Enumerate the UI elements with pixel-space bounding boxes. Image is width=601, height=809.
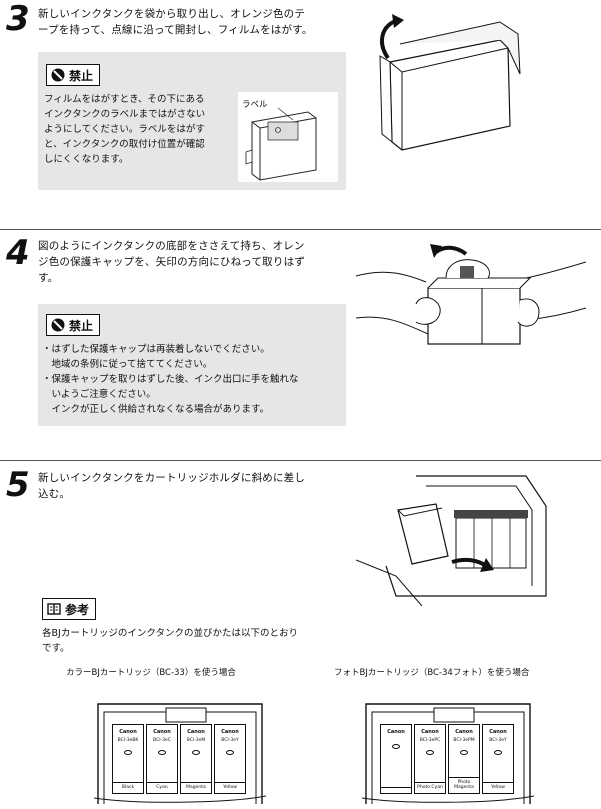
remove-cap-illustration [356,244,586,345]
step-4: 4 図のようにインクタンクの底部をささえて持ち、オレン ジ色の保護キャップを、矢… [0,232,601,460]
divider [0,229,601,230]
tank-model: BCI-3ePM [453,738,475,743]
tank-color-label: Magenta [181,782,211,790]
prohibited-badge: 禁止 [46,314,101,336]
tank-color-label: Yellow [483,782,513,790]
tank-outlet [392,744,400,749]
warning-label: 禁止 [69,68,94,83]
tank-outlet [226,750,234,755]
tank-outlet [426,750,434,755]
step-number: 5 [6,465,30,505]
label-callout: ラベル [242,100,268,110]
reference-label: 参考 [65,602,90,617]
tank-model: BCI-3eBK [117,738,139,743]
step-instruction: 新しいインクタンクを袋から取り出し、オレンジ色のテ ープを持って、点線に沿って開… [38,8,313,36]
tank-model: BCI-3eM [186,738,206,743]
cartridge-frame [362,703,534,804]
tank-color-label: Yellow [215,782,245,790]
caption-color-cartridge: カラーBJカートリッジ（BC-33）を使う場合 [66,668,236,678]
tank-color-label: Black [113,782,143,790]
tank-model: BCI-3ePC [419,738,441,743]
divider [0,460,601,461]
step-instruction: 図のようにインクタンクの底部をささえて持ち、オレン ジ色の保護キャップを、矢印の… [38,240,305,284]
caption-photo-cartridge: フォトBJカートリッジ（BC-34フォト）を使う場合 [334,668,530,678]
tank-outlet [494,750,502,755]
cartridge-frame [94,703,266,804]
tank-color-label [381,787,411,790]
ink-tank-open-illustration [379,14,521,151]
prohibited-badge: 禁止 [46,64,101,86]
warning-box: 禁止 ・はずした保護キャップは再装着しないでください。 地域の条例に従って捨てて… [38,304,346,426]
warning-text: ・はずした保護キャップは再装着しないでください。 地域の条例に従って捨ててくださ… [42,344,299,415]
step-number: 3 [6,0,30,39]
step-5: 5 新しいインクタンクをカートリッジホルダに斜めに差し 込む。 参考 各BJカー… [0,462,601,809]
tank-brand: Canon [421,729,439,735]
step-3: 3 新しいインクタンクを袋から取り出し、オレンジ色のテ ープを持って、点線に沿っ… [0,0,601,200]
tank-model: BCI-3eY [221,738,239,743]
reference-badge: 参考 [42,598,97,620]
ink-tank-label-drawing [245,107,317,181]
tank-brand: Canon [387,729,405,735]
tank-model: BCI-3eC [153,738,171,743]
insert-tank-illustration [356,475,547,606]
tank-model: BCI-3eY [489,738,507,743]
warning-text: フィルムをはがすとき、その下にある インクタンクのラベルまではがさない ようにし… [44,94,206,165]
tank-brand: Canon [455,729,473,735]
tank-color-label: Photo Cyan [415,782,445,790]
reference-text: 各BJカートリッジのインクタンクの並びかたは以下のとおり です。 [42,628,298,654]
step-instruction: 新しいインクタンクをカートリッジホルダに斜めに差し 込む。 [38,472,306,500]
prohibited-icon [51,318,65,332]
tank-color-label: Photo Magenta [449,777,479,790]
tank-outlet [192,750,200,755]
label-illustration: ラベル [238,92,338,182]
book-icon [47,603,61,615]
prohibited-icon [51,68,65,82]
tank-brand: Canon [187,729,205,735]
tank-color-label: Cyan [147,782,177,790]
tank-brand: Canon [119,729,137,735]
tank-outlet [158,750,166,755]
tank-outlet [460,750,468,755]
tank-brand: Canon [153,729,171,735]
warning-label: 禁止 [69,318,94,333]
tank-brand: Canon [221,729,239,735]
tank-brand: Canon [489,729,507,735]
warning-box: 禁止 フィルムをはがすとき、その下にある インクタンクのラベルまではがさない よ… [38,52,346,190]
ink-tank: Canon [380,724,412,794]
tank-outlet [124,750,132,755]
step-number: 4 [6,233,30,273]
